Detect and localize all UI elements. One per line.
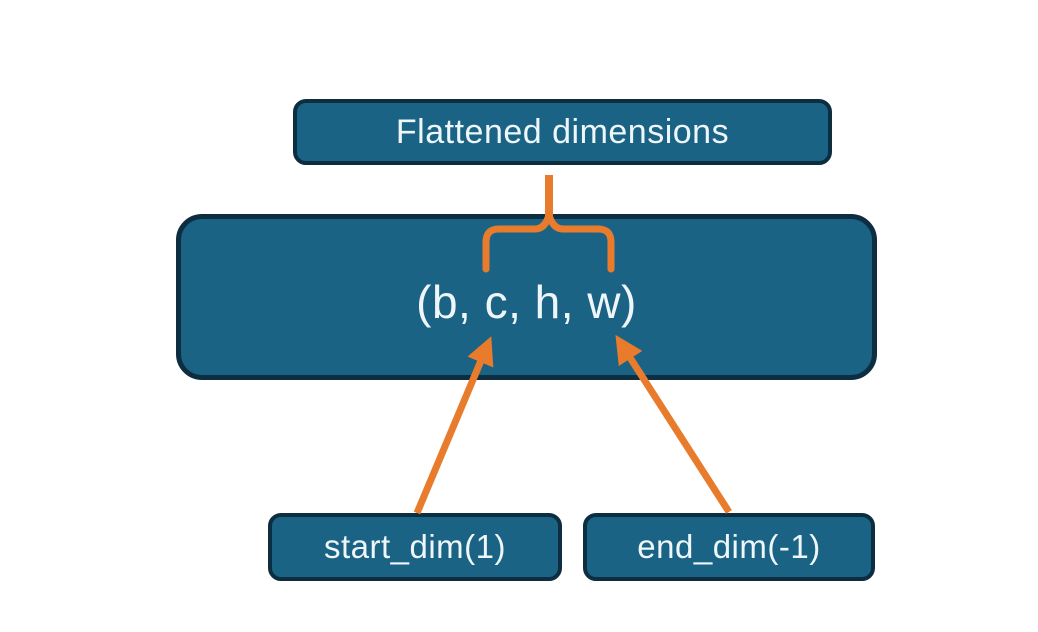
end-dim-label: end_dim(-1) bbox=[637, 528, 821, 565]
start-dim-label: start_dim(1) bbox=[323, 528, 507, 565]
start-dim-box: start_dim(1) bbox=[268, 513, 562, 581]
end-dim-box: end_dim(-1) bbox=[583, 513, 875, 581]
flattened-dimensions-box: Flattened dimensions bbox=[293, 99, 832, 165]
flattened-dimensions-label: Flattened dimensions bbox=[395, 112, 730, 151]
tensor-shape-box: (b, c, h, w) bbox=[176, 214, 877, 380]
tensor-shape-label: (b, c, h, w) bbox=[416, 276, 637, 328]
